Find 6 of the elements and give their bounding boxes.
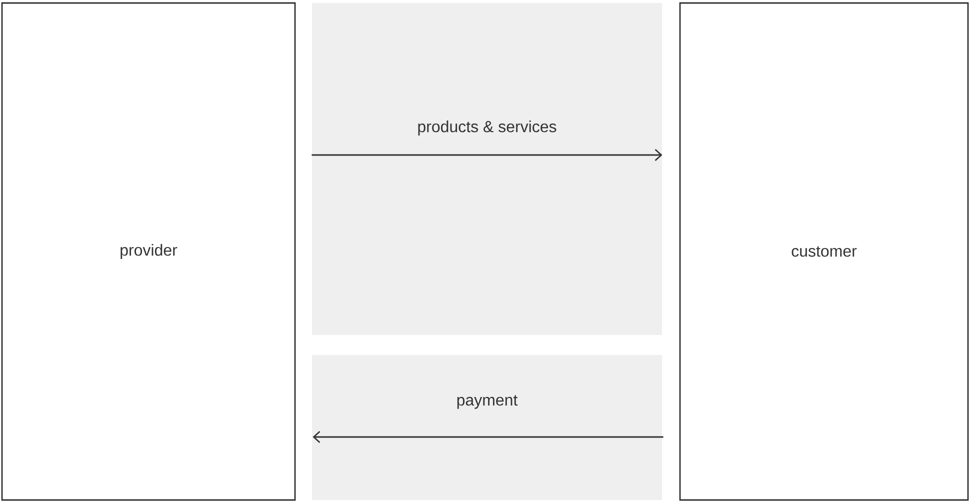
arrow [312, 148, 662, 162]
entity-box: customer [679, 2, 969, 501]
arrow [312, 430, 664, 443]
edge-label: payment [454, 393, 520, 411]
edge-label: products & services [415, 118, 559, 138]
entity-box: provider [1, 2, 296, 501]
